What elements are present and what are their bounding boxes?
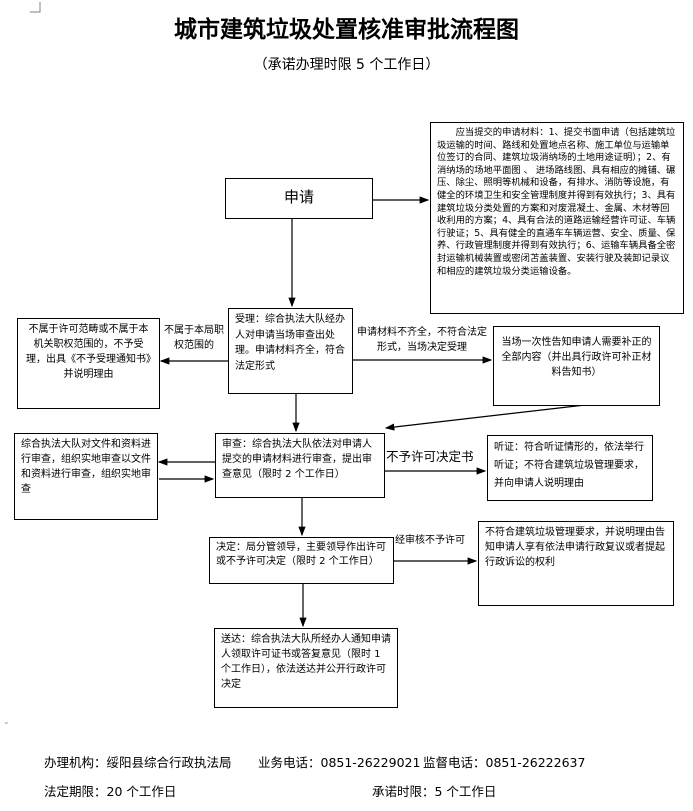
node-accept: 受理：综合执法大队经办人对申请当场审查出处理。申请材料齐全，符合法定形式 — [228, 308, 353, 394]
edge-label-no-permit-doc: 不予许可决定书 — [386, 449, 482, 464]
footer-legal-limit: 法定期限：20 个工作日 — [44, 784, 177, 799]
node-hearing: 听证：符合听证情形的，依法举行听证；不符合建筑垃圾管理要求，并向申请人说明理由 — [487, 435, 653, 501]
node-materials: 应当提交的申请材料：1、提交书面申请（包括建筑垃圾运输的时间、路线和处置地点名称… — [430, 122, 684, 314]
page-subtitle: （承诺办理时限 5 个工作日） — [253, 57, 440, 73]
node-reject: 不属于许可范畴或不属于本机关职权范围的，不予受理，出具《不予受理通知书》并说明理… — [17, 318, 160, 409]
node-review: 审查：综合执法大队依法对申请人提交的申请材料进行审查，提出审查意见（限时 2 个… — [215, 433, 385, 498]
node-denied: 不符合建筑垃圾管理要求，并说明理由告知申请人享有依法申请行政复议或者提起行政诉讼… — [478, 521, 674, 606]
page-title: 城市建筑垃圾处置核准审批流程图 — [174, 16, 519, 43]
footer-supervise-phone: 监督电话：0851-26222637 — [423, 755, 586, 770]
footer-promise-limit: 承诺时限：5 个工作日 — [372, 784, 497, 799]
edge-label-not-jurisdiction: 不属于本局职权范围的 — [160, 323, 228, 353]
footer-business-phone: 业务电话：0851-26229021 — [258, 755, 421, 770]
node-supplement: 当场一次性告知申请人需要补正的全部内容（并出具行政许可补正材料告知书） — [493, 326, 660, 406]
node-inspect: 综合执法大队对文件和资料进行审查，组织实地审查以文件和资料进行审查，组织实地审查 — [14, 433, 158, 520]
edge-label-review-denied: 经审核不予许可 — [395, 533, 475, 548]
node-decision: 决定：局分管领导，主要领导作出许可或不予许可决定（限时 2 个工作日） — [209, 537, 394, 584]
svg-text:⌄: ⌄ — [3, 717, 10, 726]
node-deliver: 送达：综合执法大队所经办人通知申请人领取许可证书或答复意见（限时 1 个工作日）… — [214, 628, 398, 708]
footer-agency: 办理机构：绥阳县综合行政执法局 — [44, 755, 232, 770]
node-apply: 申请 — [225, 178, 373, 219]
edge-label-incomplete: 申请材料不齐全，不符合法定形式，当场决定受理 — [353, 325, 491, 355]
